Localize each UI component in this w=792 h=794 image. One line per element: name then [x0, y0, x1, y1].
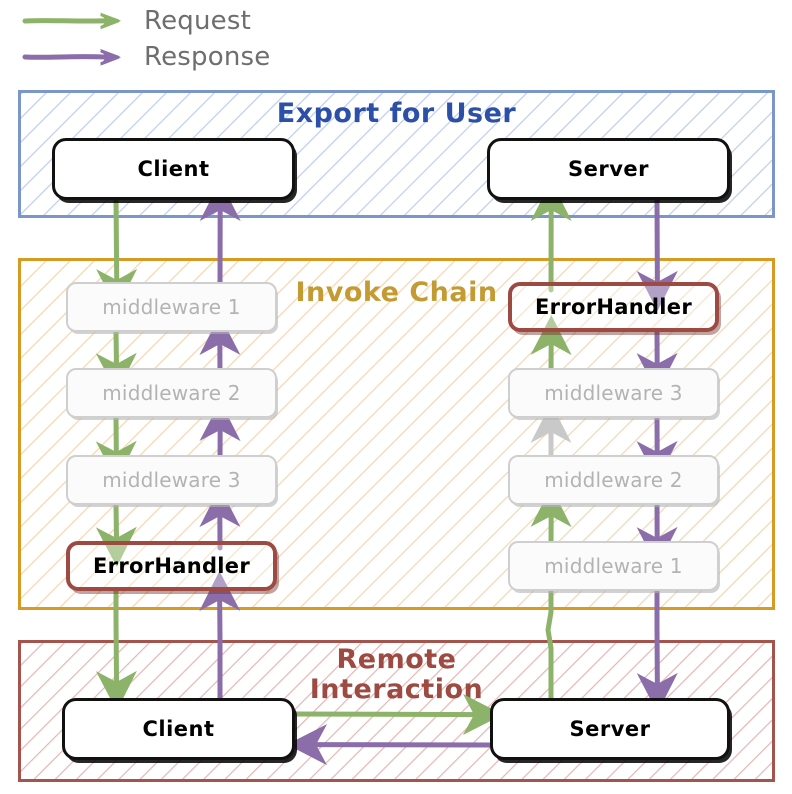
- node-label: Server: [567, 157, 649, 181]
- node-label: middleware 2: [102, 381, 241, 405]
- node-middleware-3-right[interactable]: middleware 3: [508, 368, 719, 418]
- node-label: middleware 2: [544, 468, 683, 492]
- node-middleware-3-left[interactable]: middleware 3: [66, 455, 277, 505]
- node-client-export[interactable]: Client: [52, 138, 295, 200]
- section-title-remote: Remote Interaction: [309, 644, 484, 706]
- node-label: middleware 3: [544, 381, 683, 405]
- node-label: middleware 1: [102, 295, 241, 319]
- node-server-remote[interactable]: Server: [490, 698, 730, 760]
- node-label: Server: [569, 717, 651, 741]
- legend-item-request: Request: [22, 4, 251, 38]
- node-client-remote[interactable]: Client: [62, 698, 295, 760]
- node-label: Client: [137, 157, 210, 181]
- node-errorhandler-right[interactable]: ErrorHandler: [508, 282, 719, 332]
- node-middleware-2-right[interactable]: middleware 2: [508, 455, 719, 505]
- section-title-export: Export for User: [276, 98, 517, 129]
- node-middleware-1-right[interactable]: middleware 1: [508, 541, 719, 591]
- legend-label-request: Request: [144, 6, 252, 36]
- arrow-right-icon: [22, 12, 121, 30]
- node-label: ErrorHandler: [93, 554, 250, 578]
- node-middleware-2-left[interactable]: middleware 2: [66, 368, 277, 418]
- legend-label-response: Response: [144, 42, 271, 72]
- node-label: middleware 3: [102, 468, 241, 492]
- arrow-right-icon: [22, 48, 121, 66]
- node-label: middleware 1: [544, 554, 683, 578]
- node-middleware-1-left[interactable]: middleware 1: [66, 282, 277, 332]
- node-errorhandler-left[interactable]: ErrorHandler: [66, 541, 277, 591]
- node-label: ErrorHandler: [535, 295, 692, 319]
- section-title-invoke: Invoke Chain: [295, 277, 498, 308]
- legend-item-response: Response: [22, 40, 270, 74]
- node-server-export[interactable]: Server: [487, 138, 730, 200]
- legend: Request Response: [0, 0, 400, 85]
- node-label: Client: [142, 717, 215, 741]
